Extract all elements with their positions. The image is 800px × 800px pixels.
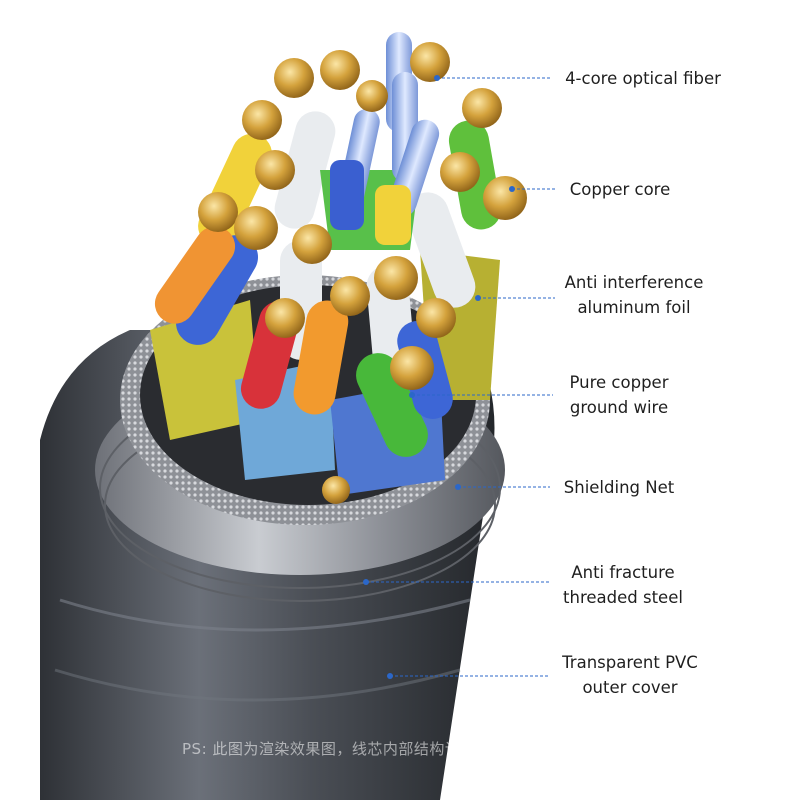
label-threaded-steel: Anti fracture threaded steel	[523, 560, 723, 610]
copper-core	[255, 150, 295, 190]
jacket-ring	[54, 668, 461, 702]
label-line: 4-core optical fiber	[565, 69, 721, 88]
leader-lines	[366, 77, 556, 677]
anchor-dot	[434, 75, 440, 81]
ground-wire-strands	[322, 476, 350, 504]
anchor-dots	[363, 75, 515, 679]
copper-core	[462, 88, 502, 128]
label-line: Transparent PVC	[562, 653, 698, 672]
jacket-ring	[59, 598, 471, 632]
copper-core	[242, 100, 282, 140]
optical-fibers	[330, 32, 440, 245]
copper-cores	[198, 42, 527, 504]
copper-core	[416, 298, 456, 338]
wire-blue	[176, 235, 258, 345]
fiber-jacket-yellow	[375, 185, 411, 245]
label-line: threaded steel	[563, 588, 683, 607]
anchor-dot	[509, 186, 515, 192]
copper-core	[356, 80, 388, 112]
copper-core	[330, 276, 370, 316]
anchor-dot	[363, 579, 369, 585]
anchor-dot	[475, 295, 481, 301]
anchor-dot	[455, 484, 461, 490]
label-line: Copper core	[569, 180, 671, 199]
copper-core	[374, 256, 418, 300]
label-optical-fiber: 4-core optical fiber	[543, 66, 743, 91]
anchor-dot	[387, 673, 393, 679]
label-pvc-cover: Transparent PVC outer cover	[530, 650, 730, 700]
wire-orange	[293, 300, 349, 415]
label-line: Pure copper	[569, 373, 669, 392]
render-disclaimer-caption: PS: 此图为渲染效果图，线芯内部结构请以实物为准	[182, 740, 538, 758]
label-line: Anti interference	[564, 273, 704, 292]
label-line: Shielding Net	[563, 478, 675, 497]
label-copper-core: Copper core	[520, 177, 720, 202]
wire-green	[356, 353, 428, 457]
copper-core	[410, 42, 450, 82]
anchor-dot	[409, 392, 415, 398]
label-shielding-net: Shielding Net	[519, 475, 719, 500]
copper-core	[483, 176, 527, 220]
wire-orange	[154, 226, 236, 324]
label-aluminum-foil: Anti interference aluminum foil	[534, 270, 734, 320]
wire-white	[406, 192, 476, 308]
fiber-jacket-blue	[330, 160, 364, 230]
foil-wrapped-pair	[150, 300, 260, 440]
copper-core	[198, 192, 238, 232]
copper-core	[292, 224, 332, 264]
copper-core	[234, 206, 278, 250]
copper-core	[390, 346, 434, 390]
wire-white	[274, 111, 336, 229]
label-line: ground wire	[569, 398, 669, 417]
copper-core	[274, 58, 314, 98]
copper-core	[320, 50, 360, 90]
copper-core	[440, 152, 480, 192]
label-ground-wire: Pure copper ground wire	[519, 370, 719, 420]
label-line: aluminum foil	[577, 298, 691, 317]
label-line: outer cover	[582, 678, 678, 697]
copper-core	[265, 298, 305, 338]
label-line: Anti fracture	[571, 563, 675, 582]
